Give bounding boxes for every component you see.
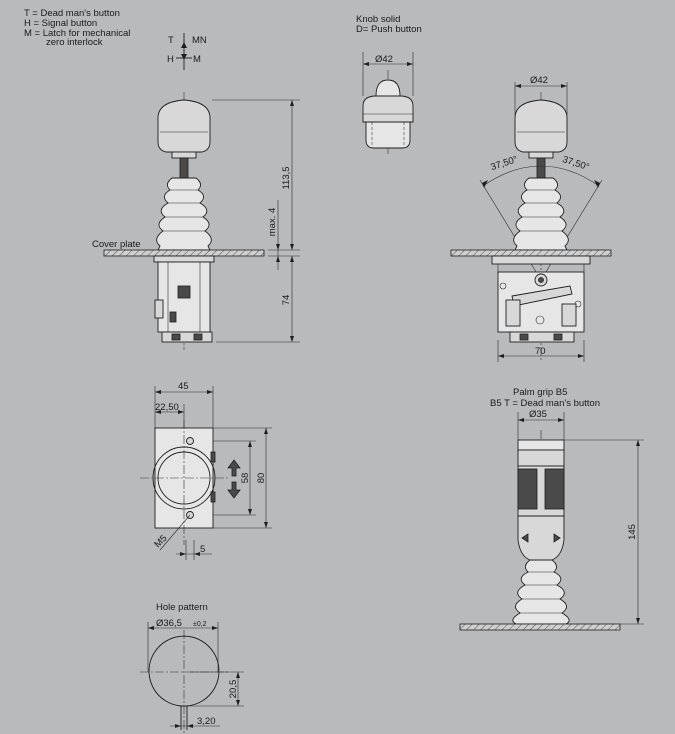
hole-d205-dim: 20,5: [228, 680, 239, 699]
palm-bellows: [512, 559, 570, 625]
side-knob: [157, 99, 211, 153]
hole-tol-dim: ±0,2: [193, 621, 207, 628]
hole-pattern-view: Hole pattern Ø36,5 ±0,2 20,5 3,20: [140, 602, 244, 734]
palm-arrow-left-icon: [521, 533, 529, 543]
palm-cover-plate: [459, 623, 621, 631]
knob-subtitle: D= Push button: [356, 24, 422, 35]
top-w2250-dim: 22,50: [155, 402, 179, 413]
palm-title: Palm grip B5: [513, 387, 567, 398]
knob-dia-dim: Ø42: [375, 54, 393, 65]
gate-m-label: M: [193, 54, 201, 65]
legend: T = Dead man's button H = Signal button …: [24, 8, 130, 48]
legend-line-3: M = Latch for mechanical: [24, 28, 130, 39]
top-view: 45 22,50 58 80 M5: [140, 381, 272, 560]
front-cover-plate: [450, 249, 612, 257]
gate-symbol: T MN H M: [167, 33, 207, 70]
front-view: Ø42 37,50° 37,50°: [450, 75, 612, 362]
top-w45-dim: 45: [178, 381, 189, 392]
palm-arrow-right-icon: [553, 533, 561, 543]
knob-solid-view: Knob solid D= Push button Ø42: [356, 14, 422, 155]
palm-subtitle: B5 T = Dead man's button: [490, 398, 600, 409]
side-bellows: [156, 177, 212, 251]
side-cover-label: Cover plate: [92, 239, 141, 250]
knob-title: Knob solid: [356, 14, 400, 25]
legend-line-2: H = Signal button: [24, 18, 97, 29]
top-m5-label: M5: [152, 533, 169, 550]
top-h80-dim: 80: [256, 473, 267, 484]
side-max-dim: max. 4: [267, 208, 278, 237]
hole-dia-dim: Ø36,5: [156, 618, 182, 629]
knob-solid-head: [362, 95, 414, 123]
palm-dead-man-button-left: [517, 468, 538, 510]
front-angle-right: 37,50°: [561, 154, 591, 173]
legend-line-1: T = Dead man's button: [24, 8, 120, 19]
top-d5-dim: 5: [200, 544, 205, 555]
top-h58-dim: 58: [240, 473, 251, 484]
legend-line-4: zero interlock: [46, 37, 103, 48]
arrow-down-icon: [227, 481, 241, 499]
gate-mn-label: MN: [192, 35, 207, 46]
hole-d320-dim: 3,20: [197, 716, 216, 727]
palm-height-dim: 145: [627, 524, 638, 540]
gate-t-label: T: [168, 35, 174, 46]
arrow-up-icon: [227, 459, 241, 477]
side-view: 113,5 max. 4 74 Cover plate: [92, 92, 300, 350]
gate-h-label: H: [167, 54, 174, 65]
side-height-dim: 113,5: [281, 166, 292, 189]
palm-dia-dim: Ø35: [529, 409, 547, 420]
front-knob: [514, 99, 568, 153]
side-cover-plate: [103, 249, 265, 257]
hole-outline: [148, 635, 220, 707]
front-dia-dim: Ø42: [530, 75, 548, 86]
front-bellows: [513, 177, 569, 251]
palm-grip-view: Palm grip B5 B5 T = Dead man's button Ø3…: [459, 387, 644, 631]
hole-title: Hole pattern: [156, 602, 208, 613]
front-width-dim: 70: [535, 346, 546, 357]
side-below-dim: 74: [281, 295, 292, 306]
palm-dead-man-button-right: [544, 468, 565, 510]
